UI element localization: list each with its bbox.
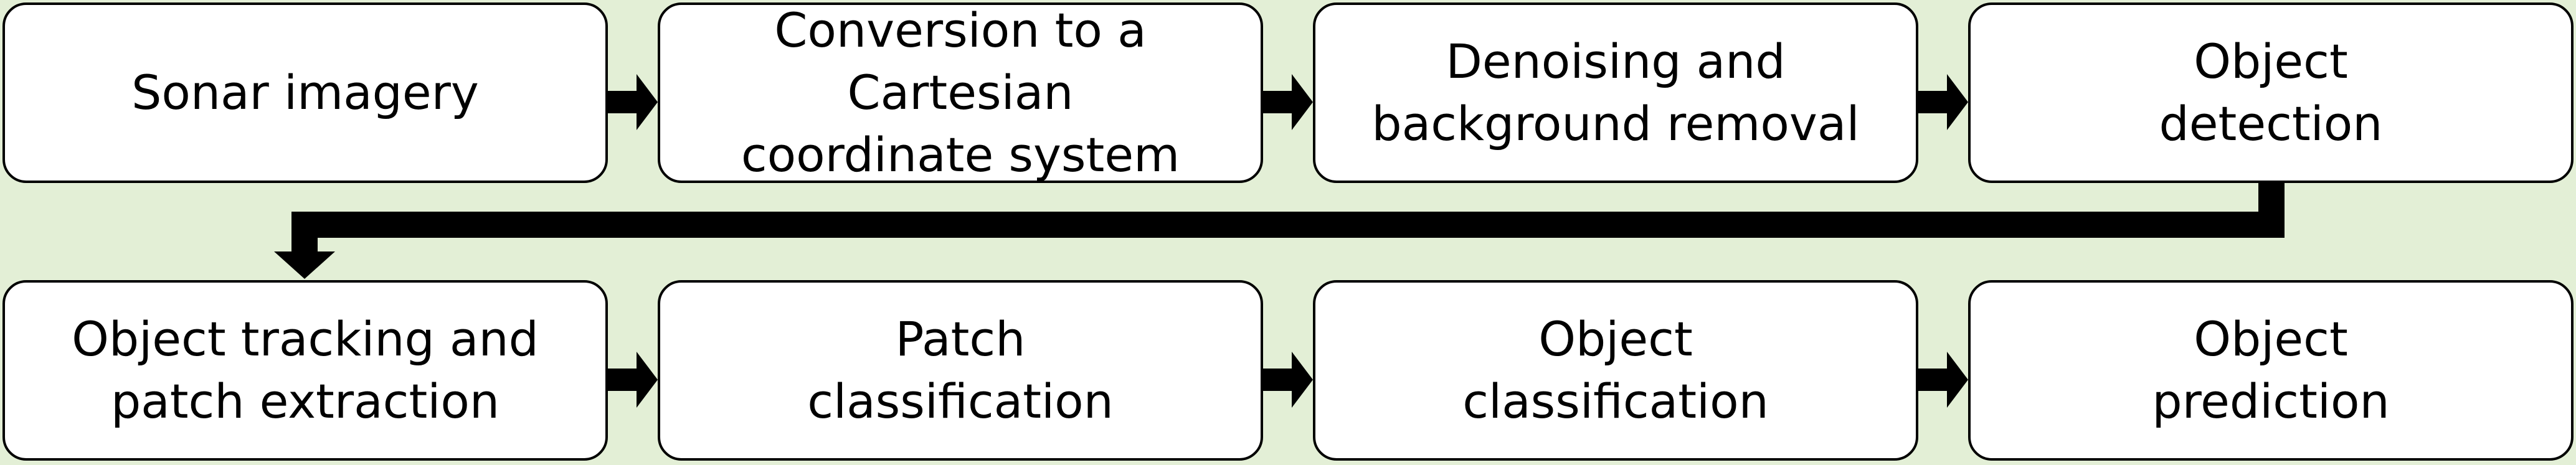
arrow-right-icon xyxy=(608,74,658,130)
arrow-right-icon xyxy=(1263,352,1313,408)
step-label: Denoising and background removal xyxy=(1371,34,1860,151)
step-object-classification: Object classification xyxy=(1313,280,1918,461)
step-label: Object detection xyxy=(2159,34,2383,151)
step-label: Object classification xyxy=(1462,311,1769,429)
step-label: Object tracking and patch extraction xyxy=(72,311,539,429)
step-label: Object prediction xyxy=(2152,311,2390,429)
step-label: Sonar imagery xyxy=(131,65,479,120)
arrow-right-icon xyxy=(1918,74,1968,130)
arrow-right-icon xyxy=(1918,352,1968,408)
connector-arrow-shape xyxy=(274,183,2285,279)
step-cartesian-conversion: Conversion to a Cartesian coordinate sys… xyxy=(658,2,1263,183)
step-denoising: Denoising and background removal xyxy=(1313,2,1918,183)
step-object-detection: Object detection xyxy=(1968,2,2574,183)
step-object-prediction: Object prediction xyxy=(1968,280,2574,461)
step-patch-classification: Patch classification xyxy=(658,280,1263,461)
arrow-right-icon xyxy=(608,352,658,408)
step-label: Conversion to a Cartesian coordinate sys… xyxy=(741,2,1180,182)
arrow-right-icon xyxy=(1263,74,1313,130)
step-label: Patch classification xyxy=(807,311,1114,429)
step-object-tracking: Object tracking and patch extraction xyxy=(2,280,608,461)
step-sonar-imagery: Sonar imagery xyxy=(2,2,608,183)
